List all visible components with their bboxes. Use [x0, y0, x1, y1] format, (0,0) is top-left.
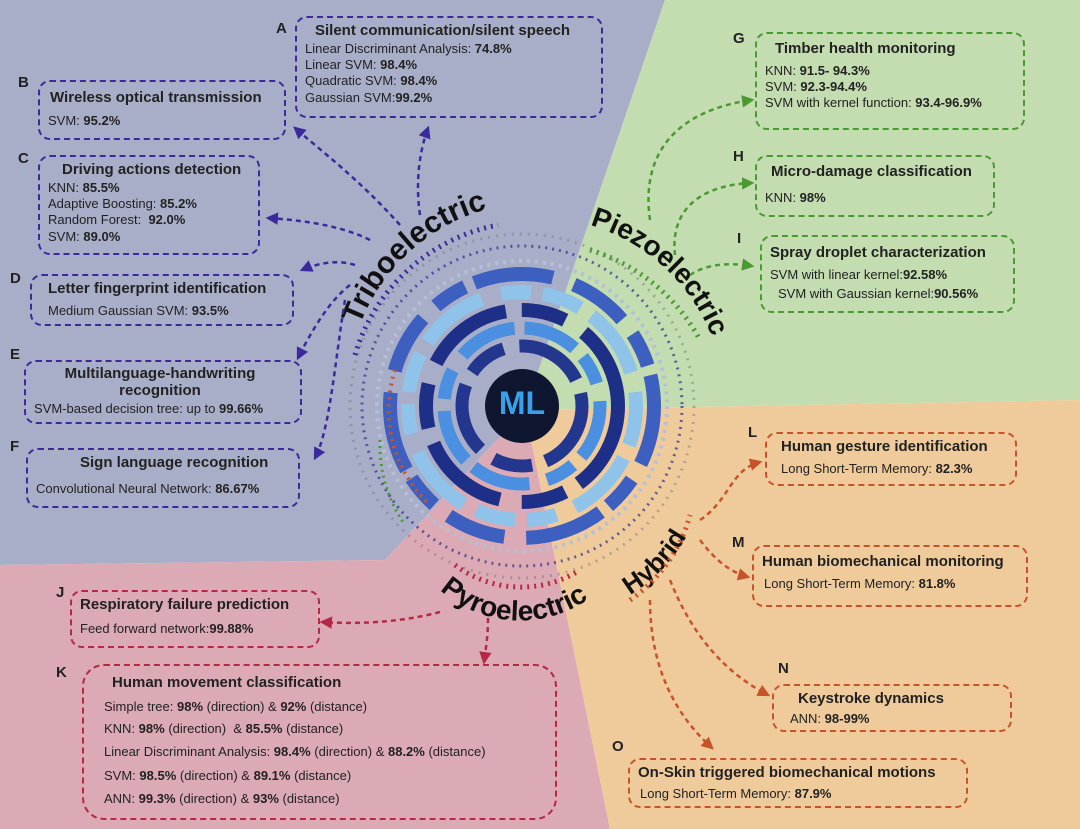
- letter-c: C: [18, 150, 29, 167]
- result-line: ANN: 99.3% (direction) & 93% (distance): [104, 790, 340, 806]
- box-sign-language: Sign language recognition Convolutional …: [26, 448, 300, 508]
- letter-g: G: [733, 30, 745, 47]
- triboelectric-arrows: [265, 125, 431, 461]
- box-title: On-Skin triggered biomechanical motions: [638, 764, 936, 781]
- box-timber-health: Timber health monitoring KNN: 91.5- 94.3…: [755, 32, 1025, 130]
- piezoelectric-sector: [525, 0, 1080, 410]
- box-silent-speech: Silent communication/silent speech Linea…: [295, 16, 603, 118]
- box-title: Sign language recognition: [80, 454, 269, 471]
- box-title: Human gesture identification: [781, 438, 988, 455]
- result-line: KNN: 98%: [765, 189, 826, 205]
- result-line: Long Short-Term Memory: 81.8%: [764, 575, 956, 591]
- box-keystroke-dynamics: Keystroke dynamics ANN: 98-99%: [772, 684, 1012, 732]
- box-driving-actions: Driving actions detection KNN: 85.5% Ada…: [38, 155, 260, 255]
- result-line: SVM: 95.2%: [48, 112, 121, 128]
- result-line: SVM with kernel function: 93.4-96.9%: [765, 95, 982, 111]
- letter-h: H: [733, 148, 744, 165]
- hybrid-arrows: [648, 458, 771, 750]
- result-line: SVM: 89.0%: [48, 228, 121, 244]
- box-title: Keystroke dynamics: [798, 690, 944, 707]
- box-title: Micro-damage classification: [771, 163, 972, 180]
- result-line: Random Forest: 92.0%: [48, 212, 186, 228]
- result-line: SVM: 92.3-94.4%: [765, 79, 867, 94]
- result-line: Adaptive Boosting: 85.2%: [48, 196, 197, 211]
- box-on-skin-motions: On-Skin triggered biomechanical motions …: [628, 758, 968, 808]
- hybrid-sector: [525, 400, 1080, 829]
- letter-f: F: [10, 438, 20, 455]
- box-wireless-optical: Wireless optical transmission SVM: 95.2%: [38, 80, 286, 140]
- result-line: Convolutional Neural Network: 86.67%: [36, 480, 260, 496]
- result-line: Feed forward network:99.88%: [80, 620, 254, 636]
- pyroelectric-arrows: [319, 610, 492, 665]
- letter-n: N: [778, 660, 789, 677]
- letter-d: D: [10, 270, 21, 287]
- box-human-movement: Human movement classification Simple tre…: [82, 664, 557, 820]
- result-line: Quadratic SVM: 98.4%: [305, 73, 438, 89]
- result-line: ANN: 98-99%: [790, 710, 870, 726]
- box-micro-damage: Micro-damage classification KNN: 98%: [755, 155, 995, 217]
- box-human-biomechanical: Human biomechanical monitoring Long Shor…: [752, 545, 1028, 607]
- letter-i: I: [737, 230, 742, 247]
- box-human-gesture: Human gesture identification Long Short-…: [765, 432, 1017, 486]
- box-handwriting: Multilanguage-handwriting recognition SV…: [24, 360, 302, 424]
- ml-center-label: ML: [498, 385, 546, 421]
- box-title: Letter fingerprint identification: [48, 280, 267, 297]
- box-respiratory-failure: Respiratory failure prediction Feed forw…: [70, 590, 320, 648]
- ml-center-circle: [485, 369, 559, 443]
- box-title: Respiratory failure prediction: [80, 596, 290, 613]
- result-line: Linear Discriminant Analysis: 98.4% (dir…: [104, 744, 486, 760]
- letter-b: B: [18, 74, 29, 91]
- box-title: Human movement classification: [112, 674, 342, 691]
- result-line: KNN: 91.5- 94.3%: [765, 62, 870, 78]
- result-line: SVM: 98.5% (direction) & 89.1% (distance…: [104, 767, 352, 783]
- result-line: KNN: 85.5%: [48, 179, 120, 195]
- letter-a: A: [276, 20, 287, 37]
- letter-k: K: [56, 664, 67, 681]
- piezoelectric-arrows: [647, 95, 755, 277]
- box-title: Silent communication/silent speech: [315, 22, 571, 39]
- letter-m: M: [732, 534, 745, 551]
- result-line: Linear SVM: 98.4%: [305, 57, 418, 72]
- letter-e: E: [10, 346, 21, 363]
- box-title: Spray droplet characterization: [770, 244, 986, 261]
- result-line: KNN: 98% (direction) & 85.5% (distance): [104, 721, 344, 736]
- result-line: Medium Gaussian SVM: 93.5%: [48, 302, 229, 318]
- letter-j: J: [56, 584, 65, 601]
- center-rings: [348, 232, 696, 580]
- box-title: Human biomechanical monitoring: [762, 553, 1004, 570]
- result-line: Linear Discriminant Analysis: 74.8%: [305, 40, 512, 56]
- result-line: SVM-based decision tree: up to 99.66%: [34, 401, 264, 416]
- box-letter-fingerprint: Letter fingerprint identification Medium…: [30, 274, 294, 326]
- box-title: Driving actions detection: [62, 161, 242, 178]
- box-title: Timber health monitoring: [775, 40, 956, 57]
- letter-o: O: [612, 738, 624, 755]
- result-line: Gaussian SVM:99.2%: [305, 89, 433, 105]
- box-spray-droplet: Spray droplet characterization SVM with …: [760, 235, 1015, 313]
- box-title: Wireless optical transmission: [50, 89, 262, 106]
- box-title: Multilanguage-handwriting recognition: [64, 365, 256, 399]
- result-line: SVM with linear kernel:92.58%: [770, 266, 948, 282]
- letter-l: L: [748, 424, 758, 441]
- result-line: SVM with Gaussian kernel:90.56%: [778, 286, 979, 301]
- result-line: Long Short-Term Memory: 87.9%: [640, 785, 832, 801]
- result-line: Long Short-Term Memory: 82.3%: [781, 460, 973, 476]
- result-line: Simple tree: 98% (direction) & 92% (dist…: [104, 698, 368, 714]
